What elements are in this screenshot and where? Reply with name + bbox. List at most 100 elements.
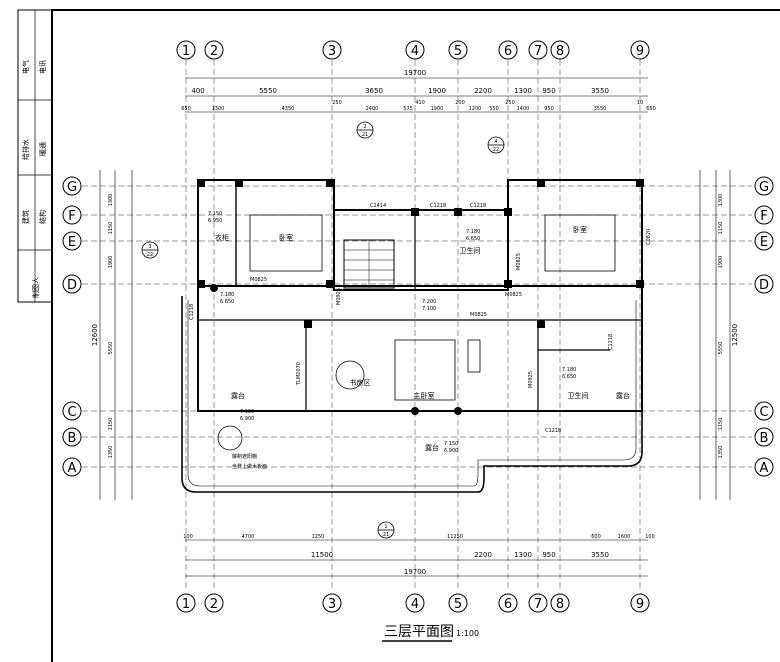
axis-label-F: F — [68, 209, 75, 224]
title-cell-architecture: 建筑 — [21, 210, 30, 224]
section-mark-2-ref: 21 — [362, 132, 368, 138]
dim-left-overall: 12600 — [91, 324, 99, 346]
dim-bottom-4: 950 — [542, 551, 555, 559]
title-cell-plumbing: 给排水 — [21, 139, 30, 160]
elevation-4: 7.200 — [422, 299, 436, 305]
axis-label-2: 2 — [210, 44, 218, 59]
dim-left-5: 1150 — [108, 418, 114, 431]
room-closet: 衣柜 — [215, 233, 229, 242]
elevation-1-sub: 6.950 — [208, 218, 222, 224]
bottom-dimensions: 19700 11500 2200 1300 950 3550 100 4700 … — [183, 534, 655, 576]
elevation-1: 7.150 — [208, 211, 222, 217]
dim-right-1: 1300 — [718, 194, 724, 207]
dim-bottom-sec-2: 4700 — [242, 534, 255, 540]
window-tag-1: C1218 — [430, 203, 446, 209]
axis-label-bottom-9: 9 — [636, 597, 644, 612]
section-mark-2: 2 — [363, 124, 366, 130]
room-study: 书房区 — [350, 378, 371, 387]
drawing-title-group: 三层平面图 1:100 — [382, 624, 479, 642]
section-mark-3-ref: 22 — [147, 252, 153, 258]
dim-top-4: 1900 — [428, 87, 446, 95]
elevation-7-sub: 6.900 — [444, 448, 458, 454]
dim-top-7: 950 — [542, 87, 555, 95]
dim-right-4: 5550 — [718, 342, 724, 355]
room-bathroom-upper: 卫生间 — [460, 246, 481, 255]
window-tag-2: C1218 — [470, 203, 486, 209]
dim-bottom-sec-1: 100 — [183, 534, 193, 540]
window-tag-3: C2414 — [370, 203, 386, 209]
door-tag-2: M0825 — [505, 292, 522, 298]
axis-label-bottom-2: 2 — [210, 597, 218, 612]
dim-top-sec-4: 250 — [332, 100, 342, 106]
dim-top-sec-13: 1400 — [517, 106, 530, 112]
dimension-lines — [99, 77, 731, 577]
axis-label-bottom-1: 1 — [182, 597, 190, 612]
door-window-tags: M0825 M0825 M0925 M0825 M0825 TLM2070 M0… — [189, 203, 652, 434]
axis-label-5: 5 — [454, 44, 462, 59]
elevation-6: 7.150 — [240, 409, 254, 415]
title-cell-telecom: 电讯 — [38, 60, 47, 74]
axis-label-1: 1 — [182, 44, 190, 59]
elevation-2-sub: 6.650 — [220, 299, 234, 305]
axis-label-bottom-8: 8 — [556, 597, 564, 612]
dim-top-sec-8: 1900 — [431, 106, 444, 112]
elevation-7: 7.150 — [444, 441, 458, 447]
dim-bottom-5: 3550 — [591, 551, 609, 559]
door-tag-5: M0825 — [516, 253, 522, 270]
axis-label-B: B — [68, 431, 77, 446]
axis-label-3: 3 — [328, 44, 336, 59]
dim-top-1: 400 — [191, 87, 204, 95]
elevation-6-sub: 6.900 — [240, 416, 254, 422]
notes: 藤制遮阳棚 坐凳上做木板面 — [232, 453, 267, 470]
room-labels: 卧室 卧室 卫生间 卫生间 主卧室 书房区 露台 露台 露台 衣柜 — [215, 225, 630, 452]
bottom-axis-bubbles — [176, 593, 650, 613]
elevation-5: 7.180 — [562, 367, 576, 373]
title-cell-structure: 结构 — [38, 210, 47, 224]
dim-bottom-1: 11500 — [311, 551, 333, 559]
axis-label-right-G: G — [759, 180, 769, 195]
axis-label-right-D: D — [759, 278, 769, 293]
left-dimensions: 12600 1300 1150 1900 5550 1150 1350 — [91, 194, 114, 459]
axis-label-G: G — [67, 180, 77, 195]
dim-right-3: 1900 — [718, 256, 724, 269]
top-axis-labels: 1 2 3 4 5 6 7 8 9 — [182, 44, 644, 59]
section-mark-1: 1 — [384, 524, 387, 530]
structural-columns — [197, 179, 644, 415]
elevation-4-sub: 7.100 — [422, 306, 436, 312]
drawing-scale: 1:100 — [456, 629, 479, 638]
door-tag-3: M0925 — [336, 288, 342, 305]
note-bench: 坐凳上做木板面 — [232, 463, 267, 470]
title-cell-electrical: 电气 — [21, 60, 30, 74]
dim-top-sec-11: 550 — [489, 106, 499, 112]
title-block: 电气 电讯 给排水 暖通 建筑 结构 制图人 — [17, 9, 53, 303]
dim-left-4: 5550 — [108, 342, 114, 355]
dim-top-sec-15: 3550 — [594, 106, 607, 112]
dim-left-3: 1900 — [108, 256, 114, 269]
top-axis-bubbles — [176, 40, 650, 60]
drawing-frame — [51, 9, 780, 662]
bottom-axis-labels: 1 2 3 4 5 6 7 8 9 — [182, 597, 644, 612]
dim-top-2: 5550 — [259, 87, 277, 95]
axis-label-bottom-3: 3 — [328, 597, 336, 612]
dim-top-sec-16: 10 — [637, 100, 643, 106]
section-mark-1-ref: 21 — [383, 532, 389, 538]
room-terrace-left: 露台 — [231, 391, 245, 400]
axis-label-9: 9 — [636, 44, 644, 59]
elevation-5-sub: 6.650 — [562, 374, 576, 380]
section-mark-labels: 2 21 4 22 3 22 1 21 — [147, 124, 499, 538]
section-mark-3: 3 — [148, 244, 151, 250]
dim-bottom-sec-7: 100 — [645, 534, 655, 540]
room-terrace-bottom: 露台 — [425, 443, 439, 452]
right-axis-bubbles — [754, 176, 774, 477]
room-bathroom-lower: 卫生间 — [568, 391, 589, 400]
axis-label-bottom-6: 6 — [504, 597, 512, 612]
dim-bottom-2: 2200 — [474, 551, 492, 559]
dim-top-3: 3650 — [365, 87, 383, 95]
axis-label-4: 4 — [411, 44, 419, 59]
section-mark-4-ref: 22 — [493, 147, 499, 153]
axis-label-A: A — [68, 461, 77, 476]
dim-bottom-overall: 19700 — [404, 568, 426, 576]
dim-top-sec-2: 1300 — [212, 106, 225, 112]
drawing-title: 三层平面图 — [384, 624, 454, 640]
window-tag-7: C1218 — [545, 428, 561, 434]
